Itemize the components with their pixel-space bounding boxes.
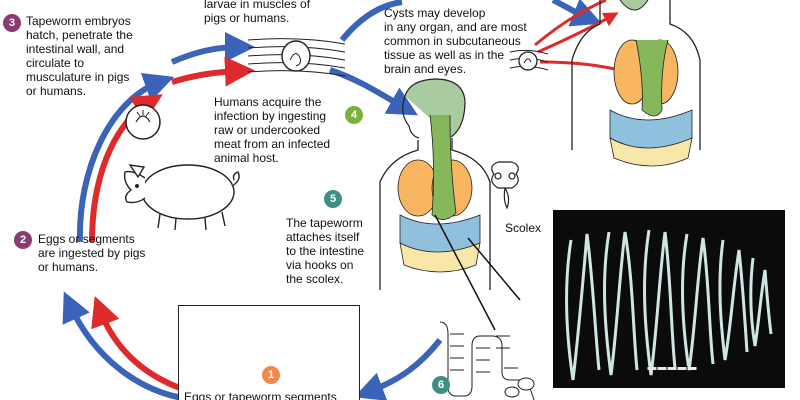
scolex-label: Scolex	[505, 221, 542, 235]
human-body-icon-center	[379, 78, 521, 331]
step-2-text: Eggs or segments are ingested by pigs or…	[38, 232, 146, 274]
step-badge-3: 3	[3, 14, 21, 32]
cysts-text: Cysts may develop in any organ, and are …	[384, 6, 527, 76]
arrow-blue-top-right	[551, 0, 602, 27]
step-3-text: Tapeworm embryos hatch, penetrate the in…	[26, 14, 133, 98]
arrow-blue-top-left	[76, 72, 175, 243]
step-badge-5: 5	[324, 190, 342, 208]
step-4-text: Humans acquire the infection by ingestin…	[214, 95, 331, 165]
arrow-red-to-larvae	[171, 56, 255, 87]
step-5-text: The tapeworm attaches itself to the inte…	[286, 216, 365, 286]
arrow-blue-larvae-to-cysts	[339, 0, 403, 42]
step-badge-1: 1	[262, 366, 280, 384]
pig-illustration	[123, 164, 240, 231]
tapeworm-chain-illustration	[439, 321, 535, 400]
human-body-icon-upper-right	[571, 0, 701, 167]
arrow-red-cyst-1	[537, 12, 619, 54]
cyst-in-muscle-icon	[247, 38, 346, 77]
arrow-red-bottom-left	[91, 295, 182, 391]
eggs-segments-box	[178, 305, 360, 400]
arrow-blue-bottom-right	[353, 338, 443, 400]
cyst-icon-small	[509, 49, 549, 71]
tapeworm-photo-art	[565, 229, 773, 381]
tapeworm-photograph	[553, 210, 785, 388]
arrow-blue-to-larvae	[170, 32, 255, 65]
step-badge-6: 6	[432, 376, 450, 394]
arrow-blue-bottom-left	[62, 291, 183, 400]
cycle-arrows	[62, 0, 636, 400]
step-1-text: Eggs or tapeworm segments	[184, 390, 358, 400]
step-badge-4: 4	[345, 106, 363, 124]
scolex-icon	[491, 161, 519, 210]
larvae-text: larvae in muscles of pigs or humans.	[204, 0, 311, 25]
step-badge-2: 2	[14, 231, 32, 249]
embryo-icon	[125, 104, 161, 140]
arrow-blue-larvae-to-human	[329, 67, 419, 116]
